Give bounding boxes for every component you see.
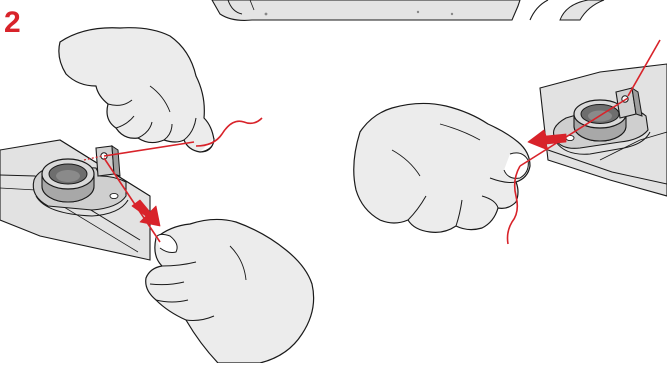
lower-hand-left bbox=[146, 219, 314, 363]
step-number: 2 bbox=[4, 8, 21, 38]
machine-top-edge bbox=[212, 0, 604, 20]
hand-right bbox=[354, 103, 530, 232]
upper-hand-left bbox=[59, 28, 214, 152]
